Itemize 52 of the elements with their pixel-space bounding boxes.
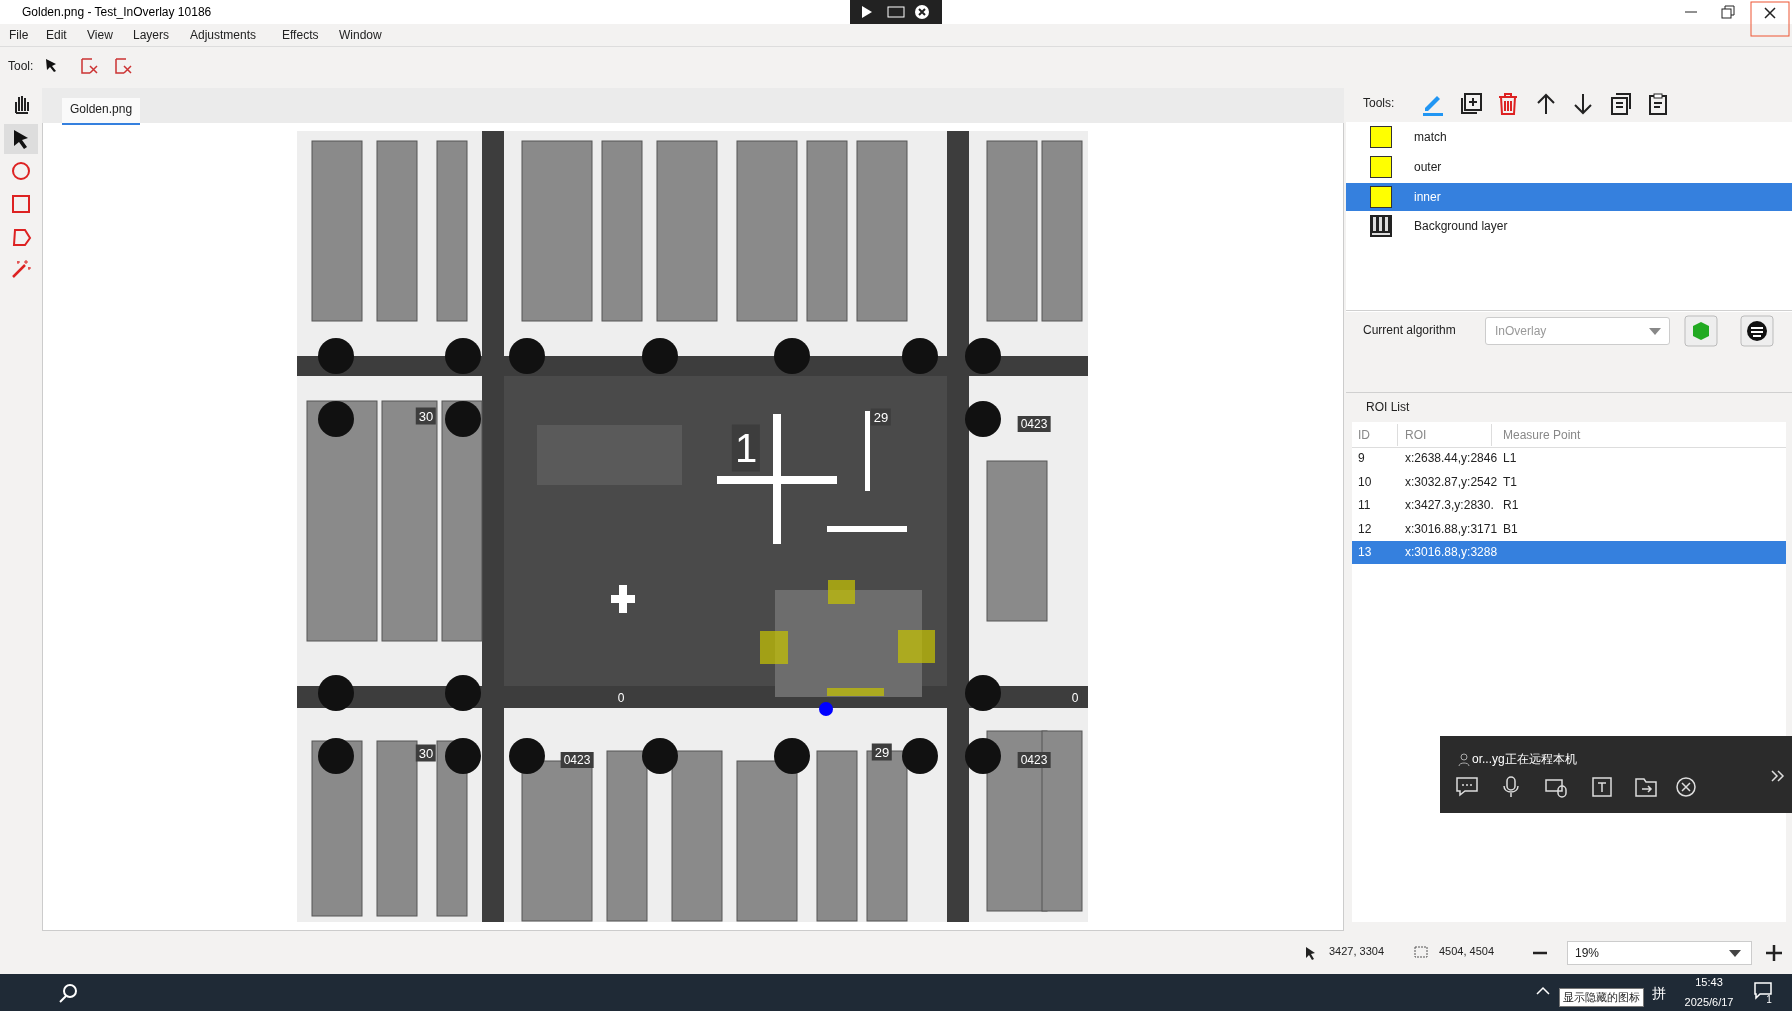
session-status-text: or...yg正在远程本机 (1472, 751, 1577, 768)
image-text: 0423 (1017, 752, 1051, 768)
input-method-indicator: 拼 (1652, 985, 1666, 1003)
dropdown-value: InOverlay (1495, 324, 1547, 338)
menu-item: File (9, 28, 29, 42)
image-text: 29 (871, 743, 893, 761)
table-cell: x:3016.88,y:3288 (1405, 545, 1498, 559)
table-cell: B1 (1503, 522, 1518, 536)
menu-item: Window (339, 28, 382, 42)
table-cell: 12 (1358, 522, 1372, 536)
toolbar-label: Tool: (8, 59, 34, 73)
table-cell: 9 (1358, 451, 1365, 465)
image-text: 30 (415, 407, 437, 425)
image-size: 4504, 4504 (1439, 945, 1495, 957)
menu-item: Edit (46, 28, 67, 42)
column-header: ROI (1405, 428, 1427, 442)
notification-count: 1 (1766, 993, 1772, 1005)
panel-heading: ROI List (1366, 400, 1410, 414)
layer-name: Background layer (1414, 219, 1508, 233)
table-cell: L1 (1503, 451, 1517, 465)
layer-name: outer (1414, 160, 1442, 174)
table-cell: R1 (1503, 498, 1519, 512)
image-text: 0423 (560, 752, 594, 768)
menu-item: View (87, 28, 113, 42)
table-cell: 13 (1358, 545, 1372, 559)
tab: Golden.png (62, 98, 141, 125)
table-cell: 10 (1358, 475, 1372, 489)
layer-name: match (1414, 130, 1447, 144)
zoom-value: 19% (1575, 946, 1600, 960)
table-cell: 11 (1358, 498, 1371, 512)
column-header: ID (1358, 428, 1370, 442)
table-cell: x:2638.44,y:2846 (1405, 451, 1498, 465)
image-text: 1 (731, 424, 761, 472)
window-title: Golden.png - Test_InOverlay 10186 (22, 5, 212, 19)
menu-item: Layers (133, 28, 170, 42)
cursor-coordinates: 3427, 3304 (1329, 945, 1385, 957)
image-text: 0423 (1017, 416, 1051, 432)
clock-time: 15:43 (1695, 976, 1723, 988)
table-cell: T1 (1503, 475, 1517, 489)
layer-name: inner (1414, 190, 1441, 204)
toolbar-label: Tools: (1363, 96, 1395, 110)
image-text: 30 (415, 744, 437, 762)
table-cell: x:3427.3,y:2830. (1405, 498, 1494, 512)
image-text: 29 (870, 408, 892, 426)
menu-item: Effects (282, 28, 319, 42)
column-header: Measure Point (1503, 428, 1581, 442)
tooltip: 显示隐藏的图标 (1559, 988, 1644, 1007)
field-label: Current algorithm (1363, 323, 1456, 337)
table-cell: x:3016.88,y:3171 (1405, 522, 1498, 536)
menu-item: Adjustments (190, 28, 257, 42)
table-cell: x:3032.87,y:2542 (1405, 475, 1498, 489)
clock-date: 2025/6/17 (1684, 996, 1734, 1008)
